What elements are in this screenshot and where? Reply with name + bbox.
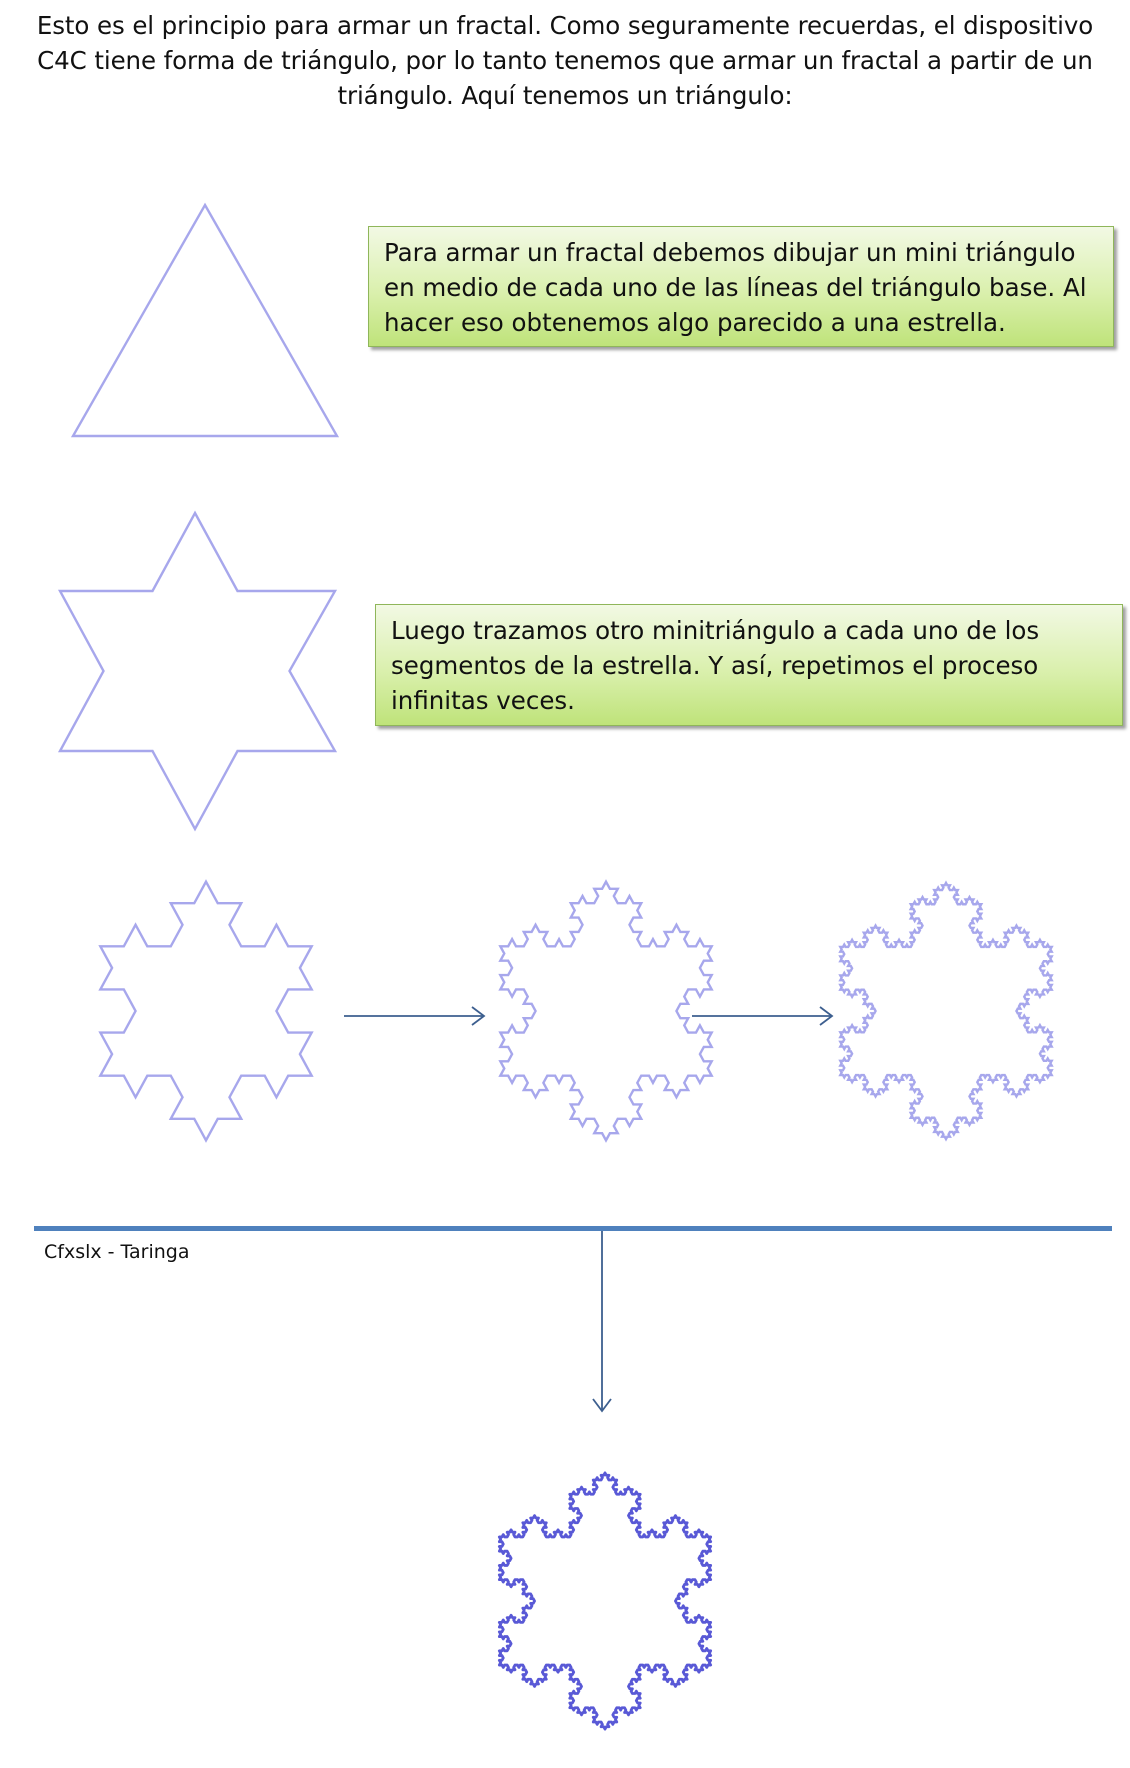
snowflake-2-outline: [98, 879, 314, 1143]
triangle-figure: [70, 202, 340, 438]
arrow-right-icon: [819, 1006, 834, 1026]
arrow-down-icon: [592, 1398, 612, 1413]
note-box-2: Luego trazamos otro minitriángulo a cada…: [375, 604, 1123, 726]
arrow-down: [592, 1231, 612, 1413]
arrow-1: [344, 1006, 486, 1026]
divider-line: [34, 1226, 1112, 1231]
arrow-2: [692, 1006, 834, 1026]
star-outline: [57, 510, 338, 832]
note-box-1: Para armar un fractal debemos dibujar un…: [368, 226, 1114, 347]
snowflake-2-figure: [98, 879, 314, 1143]
intro-text: Esto es el principio para armar un fract…: [36, 11, 1094, 110]
credit-text: Cfxslx - Taringa: [44, 1241, 190, 1263]
snowflake-4-figure: [838, 880, 1054, 1142]
snowflake-3-figure: [498, 879, 714, 1143]
star-figure: [57, 510, 338, 832]
snowflake-4-outline: [838, 880, 1054, 1142]
snowflake-final-outline: [497, 1471, 713, 1731]
arrow-right-icon: [471, 1006, 486, 1026]
snowflake-3-outline: [498, 879, 714, 1143]
triangle-outline: [70, 202, 340, 438]
snowflake-final-figure: [497, 1471, 713, 1731]
